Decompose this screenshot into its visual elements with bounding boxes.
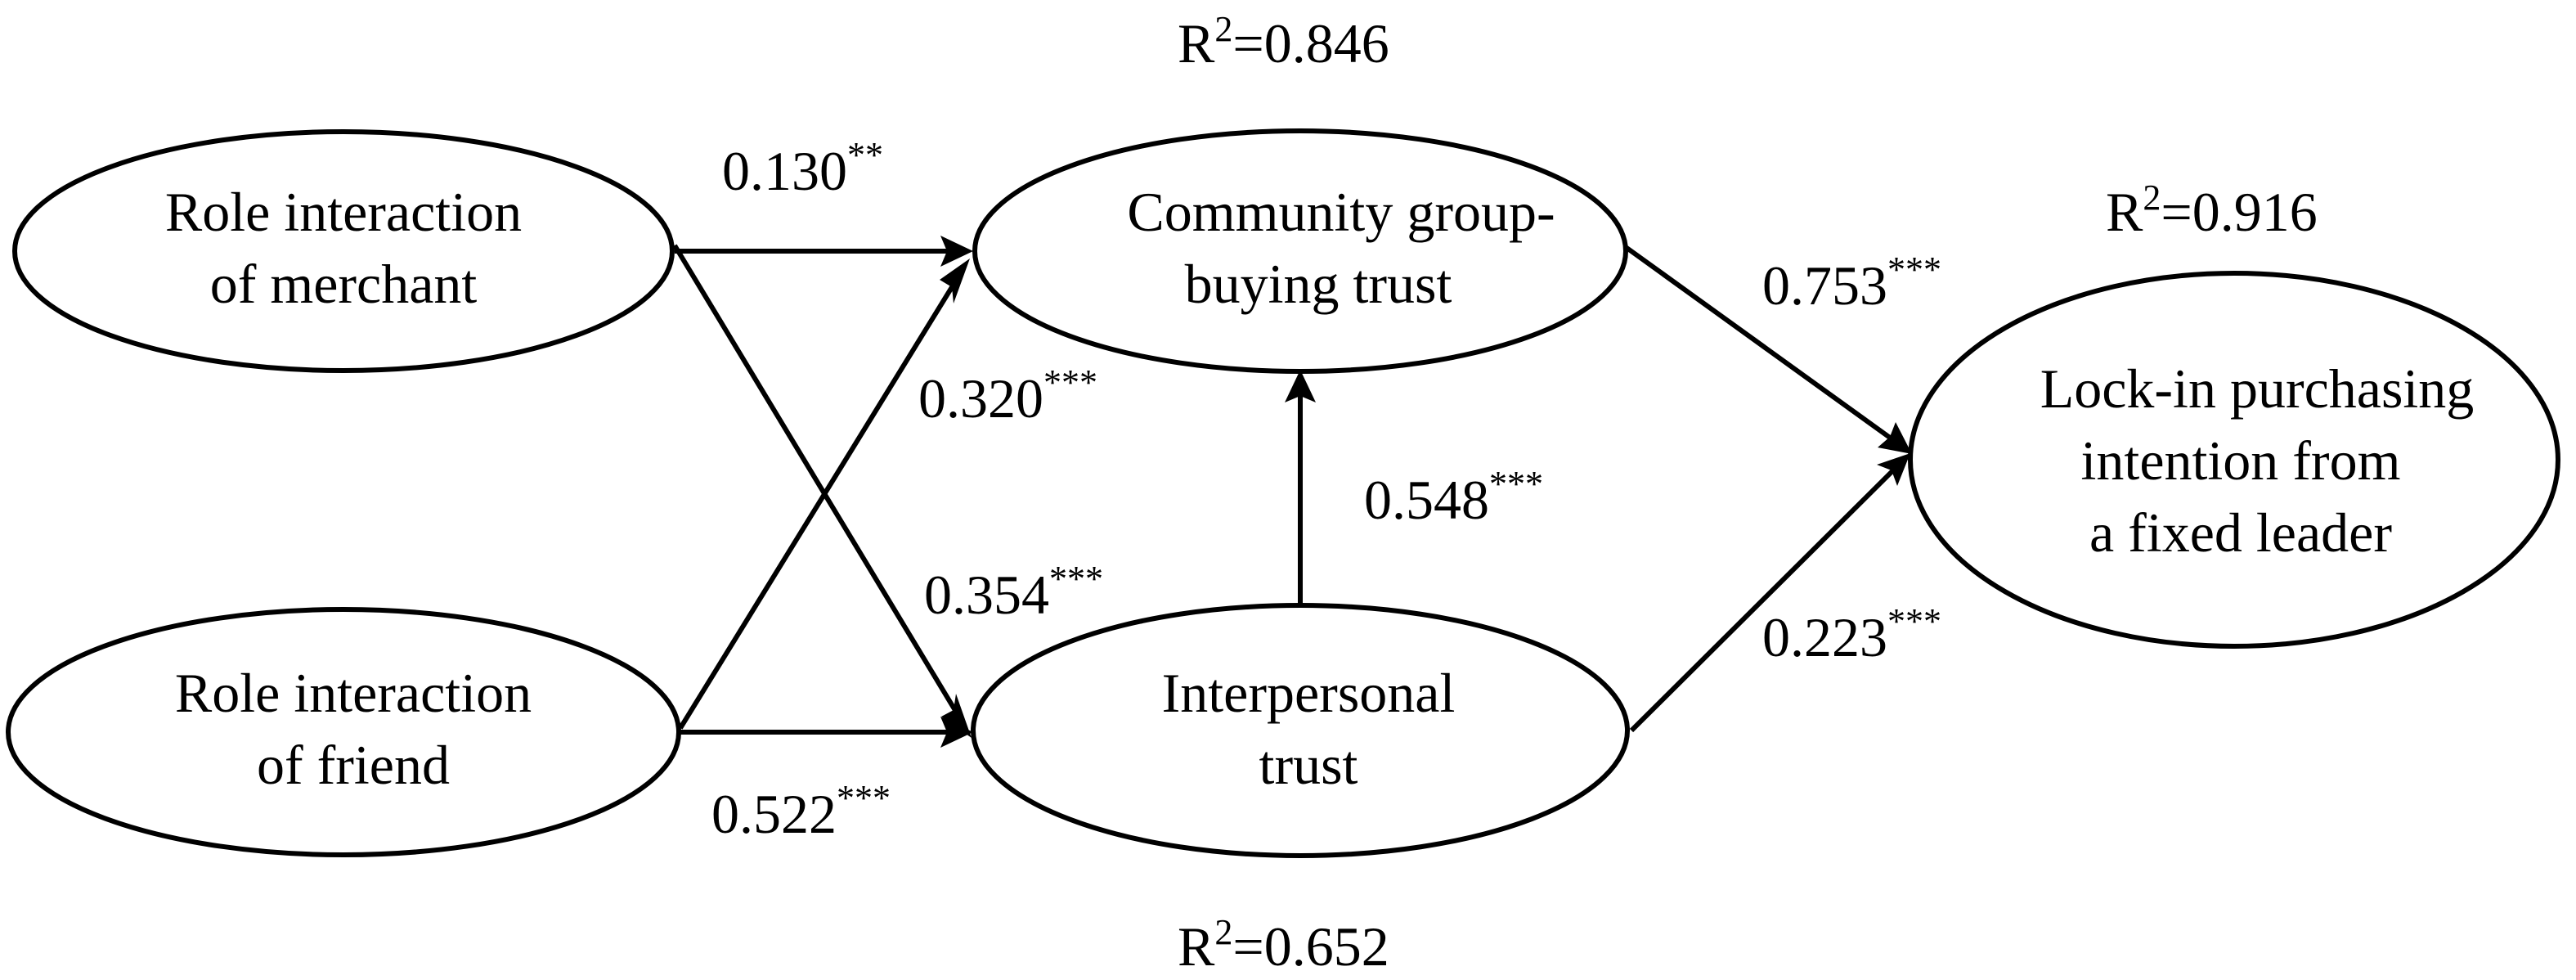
node-lockin-line1: Lock-in purchasing (2040, 357, 2475, 420)
node-interpersonal-line2: trust (1259, 734, 1358, 796)
coef-merchant-to-interpersonal: 0.354*** (924, 559, 1103, 626)
coef-community-to-lockin: 0.753*** (1762, 249, 1941, 317)
node-friend-line1: Role interaction (175, 662, 532, 724)
coef-friend-to-community: 0.320*** (918, 362, 1097, 429)
arrowhead-merchant-to-community (940, 236, 973, 267)
node-community-line2: buying trust (1185, 253, 1452, 315)
node-lockin-line2: intention from (2081, 429, 2401, 492)
node-community-line1: Community group- (1127, 181, 1555, 243)
paths (672, 236, 1912, 748)
coef-interpersonal-to-lockin: 0.223*** (1762, 601, 1941, 668)
path-merchant-to-interpersonal (672, 244, 963, 722)
coef-interpersonal-to-community: 0.548*** (1364, 464, 1543, 531)
node-community: Community group- buying trust (972, 128, 1628, 374)
arrowhead-friend-to-community (940, 258, 970, 303)
coef-merchant-to-community: 0.130** (722, 135, 883, 202)
path-community-to-lockin (1622, 243, 1897, 444)
node-lockin-line3: a fixed leader (2089, 501, 2392, 564)
arrowhead-interpersonal-to-lockin (1877, 453, 1910, 486)
r2-interpersonal: R2=0.652 (1178, 912, 1389, 978)
arrowhead-interpersonal-to-community (1285, 370, 1316, 402)
node-merchant-line2: of merchant (210, 253, 478, 315)
r2-lockin: R2=0.916 (2106, 178, 2318, 243)
arrowhead-community-to-lockin (1878, 422, 1912, 454)
node-friend: Role interaction of friend (6, 607, 681, 857)
node-interpersonal-line1: Interpersonal (1162, 662, 1456, 724)
path-interpersonal-to-lockin (1629, 465, 1898, 733)
r2-community: R2=0.846 (1178, 9, 1389, 74)
coef-friend-to-interpersonal: 0.522*** (711, 778, 891, 845)
arrowhead-merchant-to-interpersonal (941, 694, 972, 738)
node-merchant: Role interaction of merchant (12, 129, 675, 373)
path-friend-to-community (678, 275, 961, 730)
node-interpersonal: Interpersonal trust (971, 603, 1630, 858)
arrowhead-friend-to-interpersonal (940, 717, 973, 748)
node-lockin: Lock-in purchasing intention from a fixe… (1908, 271, 2560, 649)
node-merchant-line1: Role interaction (165, 181, 522, 243)
node-friend-line2: of friend (257, 734, 450, 796)
